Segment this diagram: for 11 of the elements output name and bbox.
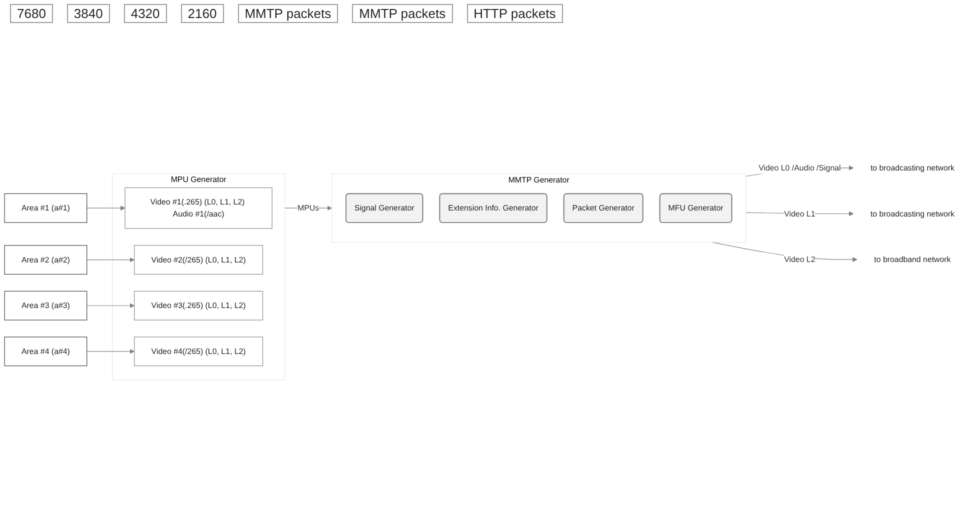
arrow xyxy=(86,206,126,211)
note-label: 4320 xyxy=(124,4,167,23)
arrow xyxy=(86,258,135,263)
note-label: 3840 xyxy=(66,4,110,23)
note-label: 2160 xyxy=(180,4,224,23)
note-label: MMTP packets xyxy=(352,4,453,23)
note-label: MMTP packets xyxy=(238,4,338,23)
arrow xyxy=(86,303,135,308)
arrow xyxy=(86,349,135,354)
note-label: 7680 xyxy=(10,4,53,23)
note-label: HTTP packets xyxy=(466,4,563,23)
